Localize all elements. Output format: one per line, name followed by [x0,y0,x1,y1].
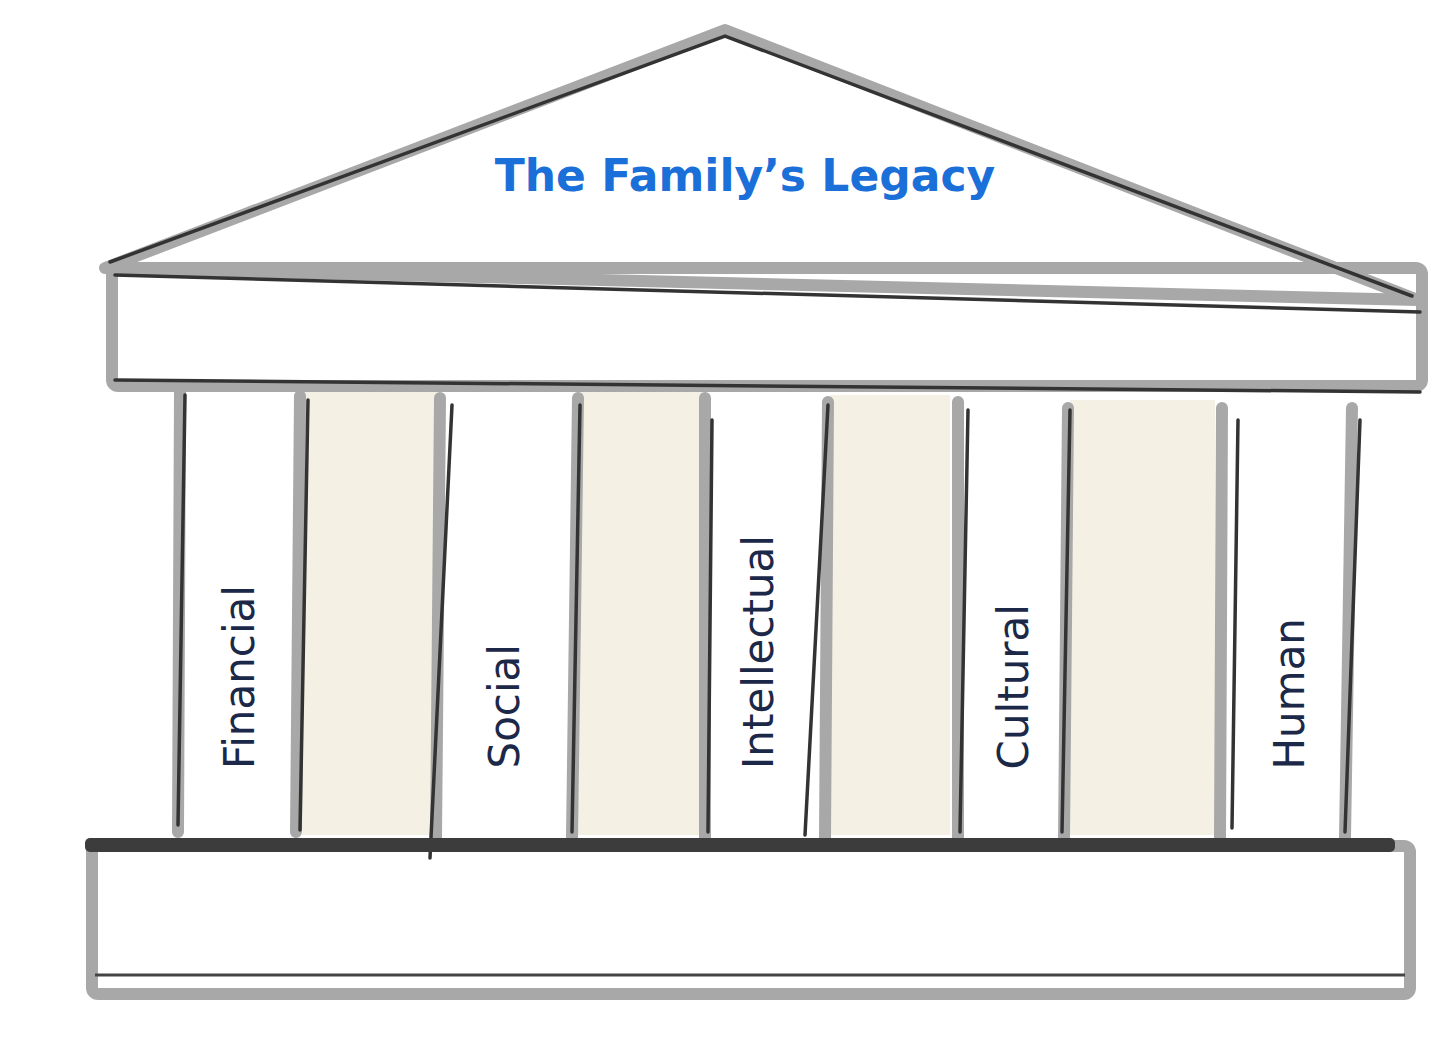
base-line [95,974,1405,977]
pediment-title: The Family’s Legacy [495,150,995,201]
column-label: Financial [219,585,261,769]
legacy-column: Social [445,400,565,775]
legacy-column: Human [1240,400,1340,775]
base-top-band [85,838,1395,852]
column-label: Intellectual [738,535,780,769]
legacy-column: Financial [190,400,290,775]
legacy-column: Intellectual [715,400,803,775]
dark-strokes [110,36,1420,858]
column-label: Social [484,644,526,769]
column-label: Human [1269,618,1311,769]
legacy-column: Cultural [968,400,1060,775]
column-label: Cultural [993,604,1035,769]
